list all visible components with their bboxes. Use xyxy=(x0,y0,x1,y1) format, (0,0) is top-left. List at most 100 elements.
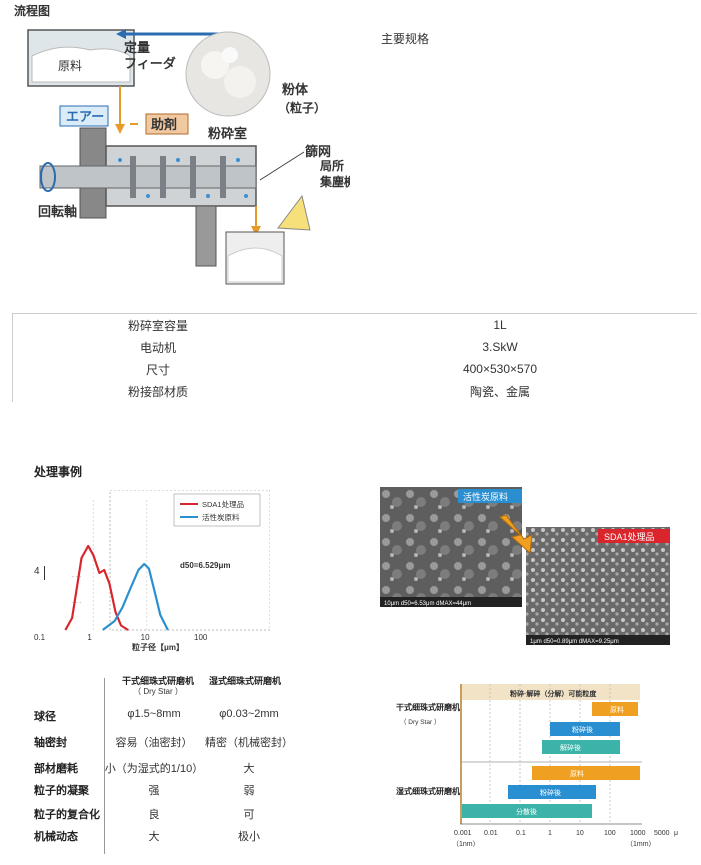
x-tick-label: 0.1 xyxy=(34,633,46,642)
spec-value: 3.SkW xyxy=(482,340,518,354)
feeder-label-1: 定量 xyxy=(123,40,150,55)
compare-label: 轴密封 xyxy=(34,737,67,749)
compare-divider xyxy=(104,678,105,854)
raw-caption: 10μm d50=6.53μm dMAX=44μm xyxy=(384,601,471,607)
spec-row: 尺寸 400×530×570 xyxy=(13,358,697,380)
dry-ground-label: 粉碎後 xyxy=(572,725,593,734)
dry-raw-bar xyxy=(592,702,638,716)
flow-title: 流程图 xyxy=(14,4,51,18)
compare-label: 球径 xyxy=(34,711,56,723)
aid-label: 助剤 xyxy=(151,117,177,132)
compare-dry: φ1.5~8mm xyxy=(127,708,181,720)
range-tick: 1 xyxy=(548,830,552,837)
spec-row: 粉接部材质 陶瓷、金属 xyxy=(13,380,697,402)
raw-material-powder xyxy=(31,46,131,83)
left-axis-mark: 4 xyxy=(34,566,40,577)
compare-wet: 精密（机械密封） xyxy=(205,737,293,749)
range-ticks: 0.001 0.01 0.1 1 10 100 1000 5000 μ （1nm… xyxy=(452,830,678,848)
wet-raw-bar xyxy=(532,766,640,780)
spec-value: 400×530×570 xyxy=(462,362,538,376)
compare-col2-header: 湿式细珠式研磨机 xyxy=(208,676,281,686)
spec-row: 粉碎室容量 1L xyxy=(13,314,697,336)
spec-label: 电动机 xyxy=(139,340,176,355)
processed-caption: 1μm d50=0.89μm dMAX=9.25μm xyxy=(530,639,619,645)
air-box xyxy=(59,105,109,127)
dry-sub: （ Dry Star ） xyxy=(400,718,440,726)
compare-col1-sub: （ Dry Star ） xyxy=(133,687,183,696)
chamber-label: 粉砕室 xyxy=(208,126,247,141)
wet-ground-label: 粉碎後 xyxy=(540,788,561,797)
feeder-label-2: フィーダ xyxy=(124,56,176,71)
compare-row: 粒子的复合化 良 可 xyxy=(34,806,294,826)
dry-dispersed-bar xyxy=(542,740,620,754)
rotation-indicator xyxy=(40,162,56,192)
dry-label: 干式细珠式研磨机 xyxy=(396,702,460,712)
compare-wet: 大 xyxy=(243,763,255,775)
compare-dry: 强 xyxy=(148,785,160,797)
range-tick: 0.1 xyxy=(516,830,526,837)
range-tick: 100 xyxy=(604,830,616,837)
x-tick-label: 10 xyxy=(141,633,150,642)
compare-col1-header: 干式细珠式研磨机 xyxy=(121,676,194,686)
raw-micrograph xyxy=(380,487,522,607)
compare-label: 部材磨耗 xyxy=(34,763,78,775)
micrograph-panel: 活性炭原料 10μm d50=6.53μm dMAX=44μm SDA1处理品 … xyxy=(380,487,670,645)
raw-tag-label: 活性炭原料 xyxy=(463,491,508,502)
compare-row: 粒子的凝聚 强 弱 xyxy=(34,782,294,802)
range-unit: μ xyxy=(674,830,678,837)
axis-mark-line xyxy=(44,566,45,580)
psd-faint-marks: - - - - - - xyxy=(72,574,81,606)
compare-wet: 弱 xyxy=(243,785,255,797)
wet-dispersed-bar xyxy=(462,804,592,818)
range-tick: 0.001 xyxy=(454,830,472,837)
series-line-1 xyxy=(102,562,169,631)
screen-label: 篩网 xyxy=(305,144,331,159)
compare-row: 轴密封 容易（油密封） 精密（机械密封） xyxy=(34,734,294,754)
wet-label: 湿式细珠式研磨机 xyxy=(396,786,460,796)
compare-dry: 容易（油密封） xyxy=(115,737,193,749)
range-tick: 0.01 xyxy=(484,830,498,837)
compare-dry: 小（为湿式的1/10） xyxy=(104,763,204,775)
cases-title: 处理事例 xyxy=(34,465,83,479)
x-tick-label: 100 xyxy=(194,633,208,642)
series-line-0 xyxy=(64,544,129,631)
wet-ground-bar xyxy=(508,785,596,799)
processed-micrograph xyxy=(526,527,670,645)
powder-label-2: （粒子） xyxy=(278,100,326,115)
transform-arrow xyxy=(499,514,533,555)
svg-text:- - -: - - - xyxy=(72,600,81,606)
spec-value: 陶瓷、金属 xyxy=(469,384,530,399)
d50-annotation: d50=6.529μm xyxy=(180,561,230,570)
spec-label: 粉碎室容量 xyxy=(127,318,188,333)
wet-dispersed-label: 分散後 xyxy=(516,807,537,816)
svg-text:- - -: - - - xyxy=(72,574,81,580)
compare-wet: 可 xyxy=(243,809,255,821)
psd-xlabel: 粒子径【μm】 xyxy=(132,642,184,652)
range-tick: 1000 xyxy=(630,830,646,837)
raw-tag xyxy=(458,489,522,503)
spec-table: 粉碎室容量 1L 电动机 3.SkW 尺寸 400×530×570 粉接部材质 … xyxy=(12,313,697,402)
psd-legend: SDA1处理品 活性炭原料 xyxy=(173,493,261,527)
legend-label-sda1: SDA1处理品 xyxy=(202,499,244,509)
process-flow-diagram: 原料 定量 フィーダ 粉体 （粒子） エアー 助剤 粉砕室 回転軸 篩网 局所 … xyxy=(27,29,350,285)
dry-dispersed-label: 解碎後 xyxy=(560,743,581,752)
range-tick-unit: （1mm） xyxy=(626,840,656,848)
spec-label: 尺寸 xyxy=(145,362,170,377)
dust-collector-label-1: 局所 xyxy=(320,158,344,173)
legend-label-raw: 活性炭原料 xyxy=(202,512,240,522)
range-tick: 5000 xyxy=(654,830,670,837)
spec-row: 电动机 3.SkW xyxy=(13,336,697,358)
aid-box xyxy=(145,113,189,135)
spec-title: 主要规格 xyxy=(381,32,430,46)
size-range-chart: 粉碎·解碎（分解）可能粒度 干式细珠式研磨机 （ Dry Star ） 湿式细珠… xyxy=(396,684,678,848)
x-tick-label: 1 xyxy=(87,633,92,642)
processed-tag xyxy=(598,529,670,543)
compare-wet: φ0.03~2mm xyxy=(219,708,279,720)
dry-ground-bar xyxy=(550,722,620,736)
range-tick-unit: （1nm） xyxy=(452,840,480,848)
compare-label: 机械动态 xyxy=(34,831,78,843)
air-label: エアー xyxy=(66,109,104,124)
dry-raw-label: 原料 xyxy=(610,705,624,714)
compare-dry: 良 xyxy=(148,809,160,821)
powder-label-1: 粉体 xyxy=(282,82,309,97)
